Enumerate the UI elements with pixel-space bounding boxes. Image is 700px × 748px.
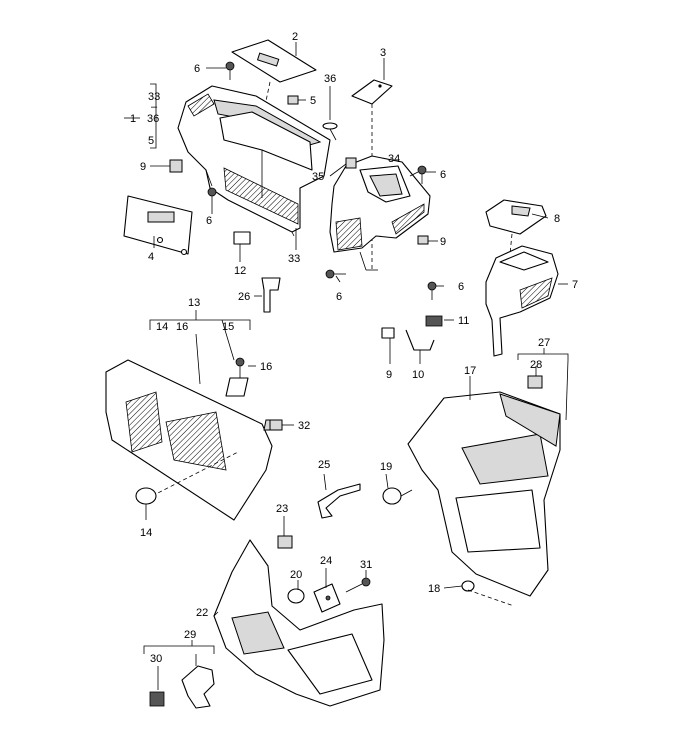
callout-14[interactable]: 14 [156,321,168,333]
connector-9-bottom [381,327,395,339]
part-7-side-cover [485,245,559,357]
nut-9-left [169,159,183,173]
callout-6[interactable]: 6 [206,215,212,227]
grommet-20 [287,588,305,604]
callout-6[interactable]: 6 [440,169,446,181]
callout-16[interactable]: 16 [176,321,188,333]
callout-25[interactable]: 25 [318,459,330,471]
callout-9[interactable]: 9 [440,236,446,248]
part-22-left-carpet [213,539,385,707]
bracket-24 [313,583,341,613]
callout-20[interactable]: 20 [290,569,302,581]
callout-17[interactable]: 17 [464,365,476,377]
callout-9[interactable]: 9 [386,369,392,381]
callout-33[interactable]: 33 [148,91,160,103]
screw-6-right [427,281,437,300]
callout-27[interactable]: 27 [538,337,550,349]
callout-6[interactable]: 6 [458,281,464,293]
clip-35 [345,157,357,169]
clip-12 [233,231,251,245]
clip-30 [149,691,165,707]
leader-lines [124,42,569,690]
callout-36[interactable]: 36 [147,113,159,125]
callout-6[interactable]: 6 [336,291,342,303]
knob-14 [135,487,157,505]
callout-labels: 2 3 6 36 33 – 5 1 36 5 34 9 35 6 6 8 9 4… [130,31,578,665]
callout-5[interactable]: 5 [148,135,154,147]
clip-28 [527,375,543,389]
clip-23 [277,535,293,549]
pin-36 [322,122,338,141]
part-34-storage-box [329,155,431,271]
screw-31 [345,577,371,593]
callout-14[interactable]: 14 [140,527,152,539]
callout-35[interactable]: 35 [312,171,324,183]
callout-13[interactable]: 13 [188,297,200,309]
part-2-cover-plate [231,39,317,121]
callout-7[interactable]: 7 [572,279,578,291]
callout-22[interactable]: 22 [196,607,208,619]
callout-34[interactable]: 34 [388,153,400,165]
callout-5[interactable]: 5 [310,95,316,107]
clip-9-right [417,235,429,245]
screw-6-center [325,269,346,279]
callout-26[interactable]: 26 [238,291,250,303]
pin-19 [382,487,413,505]
callout-8[interactable]: 8 [554,213,560,225]
callout-12[interactable]: 12 [234,265,246,277]
part-13-storage-panel [105,357,281,521]
callout-23[interactable]: 23 [276,503,288,515]
callout-16[interactable]: 16 [260,361,272,373]
callout-36[interactable]: 36 [324,73,336,85]
callout-3[interactable]: 3 [380,47,386,59]
callout-19[interactable]: 19 [380,461,392,473]
callout-15[interactable]: 15 [222,321,234,333]
group-separator: – [151,101,158,113]
part-8-cover-lid [485,199,547,255]
part-3-small-lid [351,79,393,272]
callout-29[interactable]: 29 [184,629,196,641]
screw-6-left [207,187,217,206]
callout-6[interactable]: 6 [194,63,200,75]
callout-11[interactable]: 11 [458,315,469,327]
callout-18[interactable]: 18 [428,583,440,595]
switch-11 [425,315,443,327]
callout-10[interactable]: 10 [412,369,424,381]
clip-5-upper [287,95,299,105]
screw-6-right-upper [417,165,427,184]
callout-2[interactable]: 2 [292,31,298,43]
callout-28[interactable]: 28 [530,359,542,371]
callout-24[interactable]: 24 [320,555,332,567]
part-1-upper-trim-panel [177,85,331,233]
callout-33[interactable]: 33 [288,253,300,265]
strap-25 [317,483,361,519]
callout-32[interactable]: 32 [298,420,310,432]
part-4-access-panel [123,195,193,256]
bracket-10 [405,329,435,351]
callout-31[interactable]: 31 [360,559,372,571]
screw-6-upper [225,61,235,80]
callout-4[interactable]: 4 [148,251,154,263]
callout-9[interactable]: 9 [140,161,146,173]
part-17-right-carpet [407,391,561,597]
screw-32 [269,419,283,431]
callout-1[interactable]: 1 [130,113,136,125]
clip-29-bracket [181,665,215,709]
bracket-26 [261,277,281,313]
callout-30[interactable]: 30 [150,653,162,665]
